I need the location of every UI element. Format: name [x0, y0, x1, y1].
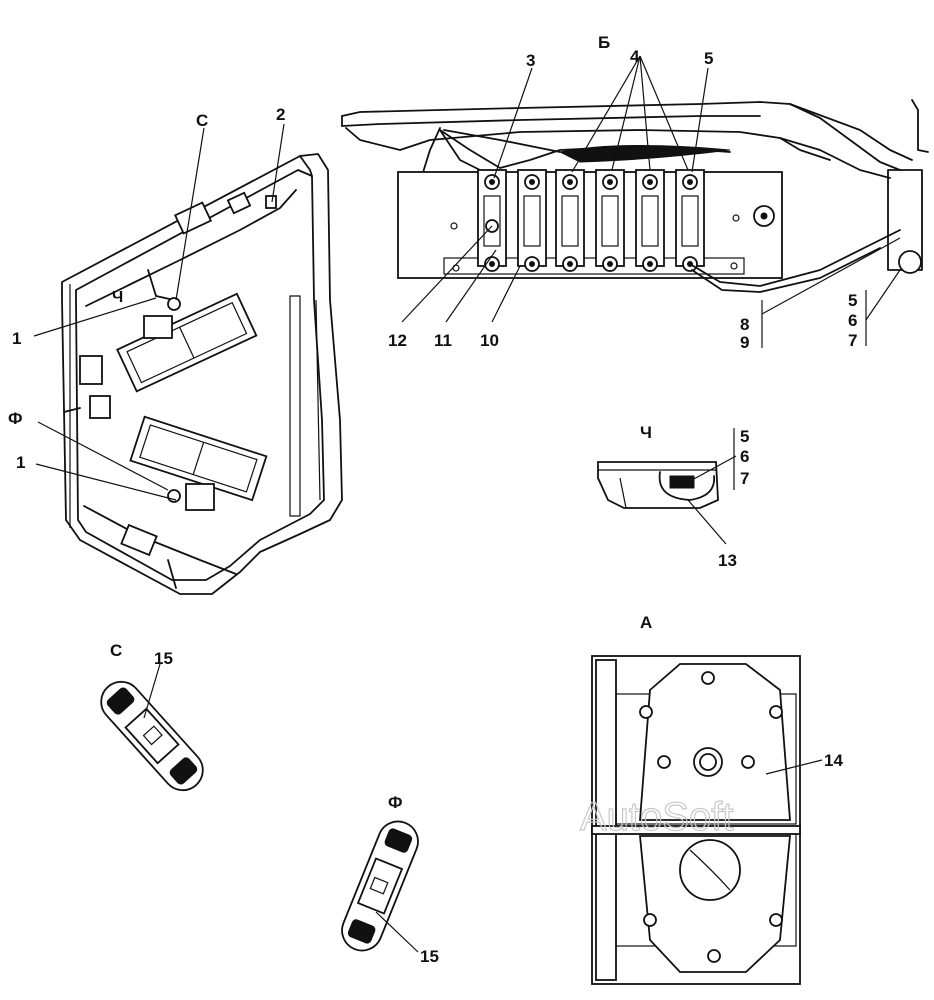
- label-6-right: 6: [848, 311, 857, 330]
- detail-ch-title: Ч: [640, 423, 652, 442]
- label-4: 4: [630, 47, 640, 66]
- label-7-right: 7: [848, 331, 857, 350]
- detail-a-view: А 14: [591, 613, 843, 985]
- label-10: 10: [480, 331, 499, 350]
- label-c: С: [196, 111, 208, 130]
- label-3: 3: [526, 51, 535, 70]
- label-f: Ф: [8, 409, 23, 428]
- label-8: 8: [740, 315, 749, 334]
- label-2: 2: [276, 105, 285, 124]
- detail-a-14: 14: [824, 751, 843, 770]
- label-12: 12: [388, 331, 407, 350]
- detail-ch-13: 13: [718, 551, 737, 570]
- label-b: Б: [598, 33, 610, 52]
- label-11: 11: [434, 331, 452, 350]
- detail-f-title: Ф: [388, 793, 403, 812]
- detail-c-15: 15: [154, 649, 173, 668]
- label-1-upper: 1: [12, 329, 21, 348]
- fuse-row: [477, 169, 705, 272]
- label-5-top: 5: [704, 49, 713, 68]
- fuse-block-view: Б 3 4 5 12 11 10 8 9 5 6 7: [341, 33, 929, 352]
- detail-f-view: Ф 15: [341, 793, 439, 966]
- label-1-lower: 1: [16, 453, 25, 472]
- watermark: AutoSoft: [580, 795, 733, 839]
- label-9: 9: [740, 333, 749, 352]
- label-5-right: 5: [848, 291, 857, 310]
- detail-c-title: С: [110, 641, 122, 660]
- cabin-panel-view: С 2 Ч 1 Ф 1: [8, 105, 343, 595]
- detail-ch-6: 6: [740, 447, 749, 466]
- detail-ch-7: 7: [740, 469, 749, 488]
- detail-ch-5: 5: [740, 427, 749, 446]
- detail-c-view: С 15: [100, 641, 204, 792]
- detail-ch-view: Ч 5 6 7 13: [597, 423, 749, 570]
- label-ch: Ч: [112, 289, 123, 306]
- detail-a-title: А: [640, 613, 652, 632]
- detail-f-15: 15: [420, 947, 439, 966]
